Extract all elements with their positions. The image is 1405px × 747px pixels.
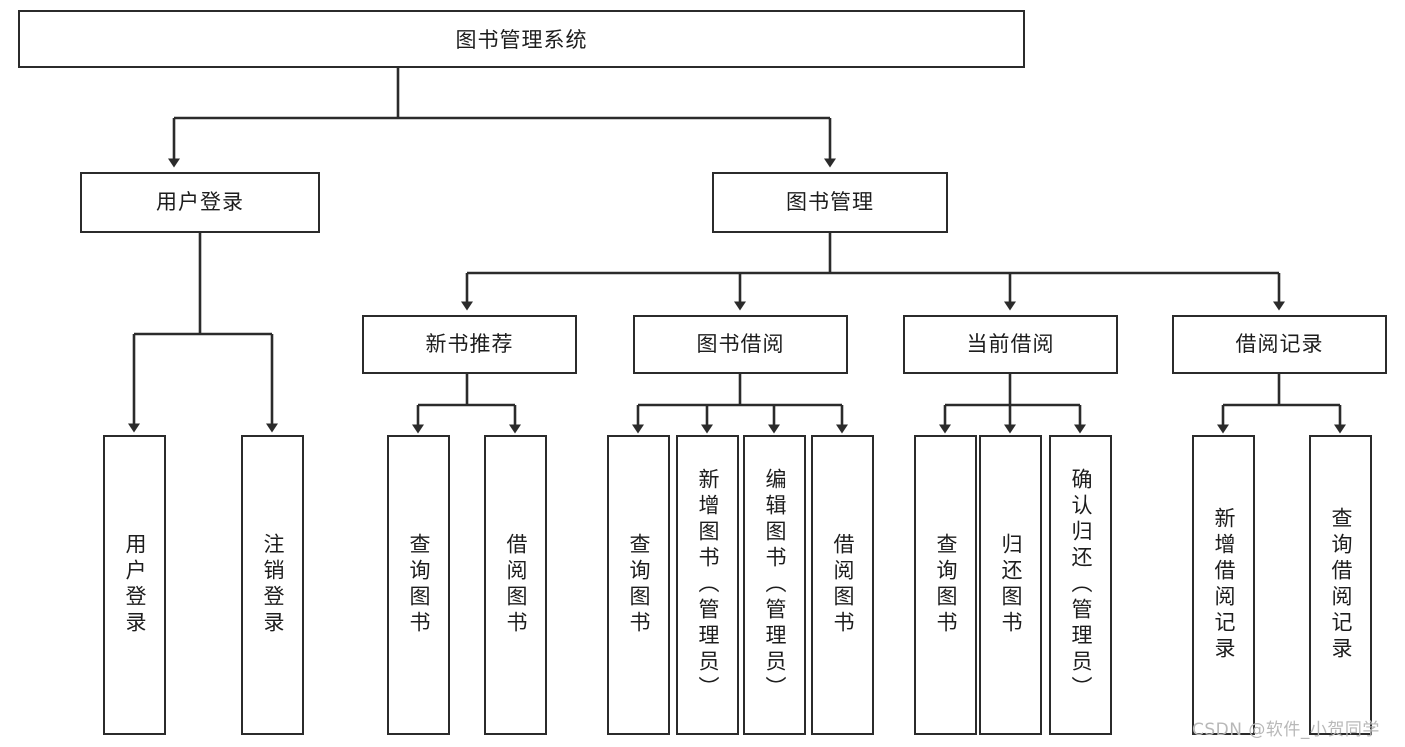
leaf-borrow-book-2-label: 借阅图书 (830, 533, 855, 637)
leaf-add-record[interactable]: 新增借阅记录 (1192, 435, 1255, 735)
leaf-query-book-1[interactable]: 查询图书 (387, 435, 450, 735)
node-user-login[interactable]: 用户登录 (80, 172, 320, 233)
leaf-return-book-label: 归还图书 (998, 533, 1023, 637)
leaf-query-record-label: 查询借阅记录 (1328, 507, 1353, 663)
node-root-label: 图书管理系统 (455, 28, 588, 52)
leaf-add-book[interactable]: 新增图书（管理员） (676, 435, 739, 735)
node-root[interactable]: 图书管理系统 (18, 10, 1025, 68)
node-book-borrow[interactable]: 图书借阅 (633, 315, 848, 374)
leaf-edit-book[interactable]: 编辑图书（管理员） (743, 435, 806, 735)
node-new-book-rec-label: 新书推荐 (425, 331, 514, 356)
leaf-edit-book-label: 编辑图书（管理员） (762, 468, 787, 702)
leaf-user-logout-label: 注销登录 (260, 533, 285, 637)
leaf-query-book-3[interactable]: 查询图书 (914, 435, 977, 735)
node-borrow-record[interactable]: 借阅记录 (1172, 315, 1387, 374)
node-current-borrow[interactable]: 当前借阅 (903, 315, 1118, 374)
leaf-query-book-1-label: 查询图书 (406, 533, 431, 637)
node-new-book-rec[interactable]: 新书推荐 (362, 315, 577, 374)
leaf-user-logout[interactable]: 注销登录 (241, 435, 304, 735)
csdn-watermark: CSDN @软件_小贺同学 (1192, 720, 1380, 740)
leaf-user-login-label: 用户登录 (122, 533, 147, 637)
node-current-borrow-label: 当前借阅 (966, 331, 1055, 356)
leaf-user-login[interactable]: 用户登录 (103, 435, 166, 735)
leaf-query-book-2-label: 查询图书 (626, 533, 651, 637)
leaf-confirm-return-label: 确认归还（管理员） (1068, 468, 1093, 702)
node-user-login-label: 用户登录 (156, 189, 244, 214)
leaf-return-book[interactable]: 归还图书 (979, 435, 1042, 735)
node-book-manage-label: 图书管理 (786, 189, 874, 214)
node-borrow-record-label: 借阅记录 (1235, 331, 1324, 356)
leaf-borrow-book-2[interactable]: 借阅图书 (811, 435, 874, 735)
leaf-confirm-return[interactable]: 确认归还（管理员） (1049, 435, 1112, 735)
leaf-borrow-book-1-label: 借阅图书 (503, 533, 528, 637)
leaf-borrow-book-1[interactable]: 借阅图书 (484, 435, 547, 735)
node-book-manage[interactable]: 图书管理 (712, 172, 948, 233)
leaf-query-book-3-label: 查询图书 (933, 533, 958, 637)
leaf-query-record[interactable]: 查询借阅记录 (1309, 435, 1372, 735)
node-book-borrow-label: 图书借阅 (696, 331, 785, 356)
leaf-add-book-label: 新增图书（管理员） (695, 468, 720, 702)
leaf-query-book-2[interactable]: 查询图书 (607, 435, 670, 735)
leaf-add-record-label: 新增借阅记录 (1211, 507, 1236, 663)
